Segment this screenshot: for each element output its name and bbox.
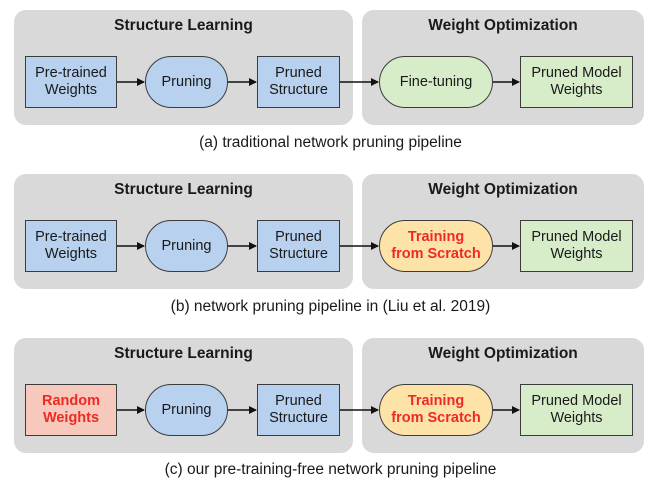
pruning-node: Pruning	[145, 384, 228, 436]
fine-tuning-node: Fine-tuning	[379, 56, 493, 108]
random-weights-node: Random Weights	[25, 384, 117, 436]
weight-optimization-title: Weight Optimization	[428, 345, 578, 362]
caption-c: (c) our pre-training-free network prunin…	[164, 461, 497, 478]
weight-optimization-title: Weight Optimization	[428, 17, 578, 34]
pretrained-weights-node: Pre-trained Weights	[25, 56, 117, 108]
pruned-structure-node: Pruned Structure	[257, 220, 340, 272]
caption-b: (b) network pruning pipeline in (Liu et …	[170, 298, 491, 315]
pruned-model-weights-node: Pruned Model Weights	[520, 220, 633, 272]
pruning-node: Pruning	[145, 220, 228, 272]
pruned-structure-node: Pruned Structure	[257, 384, 340, 436]
pruned-model-weights-node: Pruned Model Weights	[520, 56, 633, 108]
pruning-node: Pruning	[145, 56, 228, 108]
training-from-scratch-node: Training from Scratch	[379, 220, 493, 272]
training-from-scratch-node: Training from Scratch	[379, 384, 493, 436]
structure-learning-title: Structure Learning	[114, 345, 253, 362]
caption-a: (a) traditional network pruning pipeline	[199, 134, 462, 151]
structure-learning-title: Structure Learning	[114, 17, 253, 34]
weight-optimization-title: Weight Optimization	[428, 181, 578, 198]
pruned-structure-node: Pruned Structure	[257, 56, 340, 108]
pruned-model-weights-node: Pruned Model Weights	[520, 384, 633, 436]
pretrained-weights-node: Pre-trained Weights	[25, 220, 117, 272]
structure-learning-title: Structure Learning	[114, 181, 253, 198]
